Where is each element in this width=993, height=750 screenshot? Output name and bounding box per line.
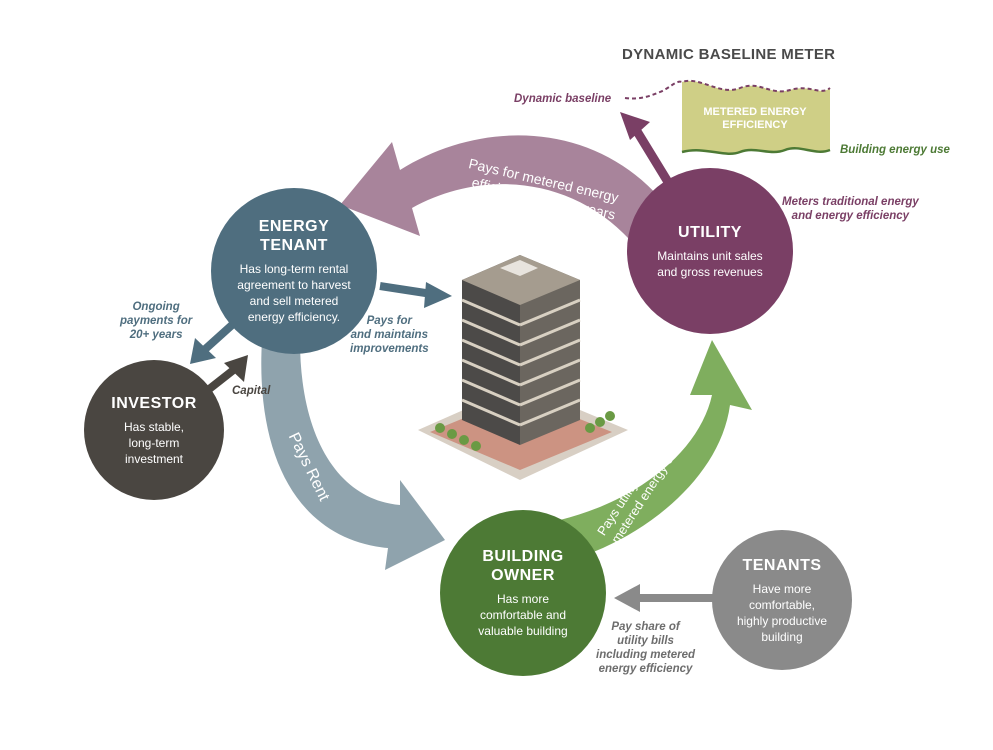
arrow-utility-to-meter <box>620 112 672 185</box>
tenants-title: TENANTS <box>742 556 822 574</box>
building-illustration <box>418 255 628 480</box>
utility-title: UTILITY <box>678 223 742 241</box>
building-energy-use-line <box>681 147 831 155</box>
building-owner-title: BUILDING OWNER <box>482 548 564 584</box>
trees <box>435 411 615 451</box>
meter-title: DYNAMIC BASELINE METER <box>622 46 836 63</box>
note-meters: Meters traditional energy and energy eff… <box>782 196 919 222</box>
investor-desc: Has stable, long-term investment <box>123 419 185 466</box>
node-utility: UTILITY Maintains unit sales and gross r… <box>627 168 793 334</box>
note-pay-share: Pay share of utility bills including met… <box>596 621 696 675</box>
investor-title: INVESTOR <box>111 394 197 412</box>
metered-efficiency-label: METERED ENERGY EFFICIENCY <box>703 106 807 131</box>
dynamic-baseline-label: Dynamic baseline <box>514 93 612 105</box>
arrow-utility-to-energy-tenant <box>340 135 660 240</box>
arrow-pays-rent <box>261 340 445 570</box>
dynamic-baseline-meter <box>624 79 831 155</box>
arrow-investor-to-energy-tenant <box>205 355 248 394</box>
arrow-tenants-to-owner <box>614 584 718 612</box>
energy-tenant-desc: Has long-term rental agreement to harves… <box>237 262 351 324</box>
building-floors <box>461 298 581 427</box>
arrow-energy-tenant-to-building <box>379 282 452 308</box>
arrow-owner-to-utility <box>560 340 752 560</box>
building-energy-use-label: Building energy use <box>840 144 950 156</box>
node-energy-tenant: ENERGY TENANT Has long-term rental agree… <box>211 188 377 354</box>
arrow-energy-tenant-to-investor <box>190 322 235 364</box>
node-building-owner: BUILDING OWNER Has more comfortable and … <box>440 510 606 676</box>
building-owner-desc: Has more comfortable and valuable buildi… <box>478 592 568 638</box>
metered-efficiency-fill <box>682 80 830 154</box>
tenants-desc: Have more comfortable, highly productive… <box>736 581 828 644</box>
utility-desc: Maintains unit sales and gross revenues <box>657 248 763 279</box>
energy-tenant-title: ENERGY TENANT <box>258 218 330 254</box>
node-tenants: TENANTS Have more comfortable, highly pr… <box>712 530 852 670</box>
note-capital: Capital <box>232 385 271 397</box>
node-investor: INVESTOR Has stable, long-term investmen… <box>84 360 224 500</box>
note-ongoing-payments: Ongoing payments for 20+ years <box>120 301 193 341</box>
note-pays-for: Pays for and maintains improvements <box>350 315 429 355</box>
